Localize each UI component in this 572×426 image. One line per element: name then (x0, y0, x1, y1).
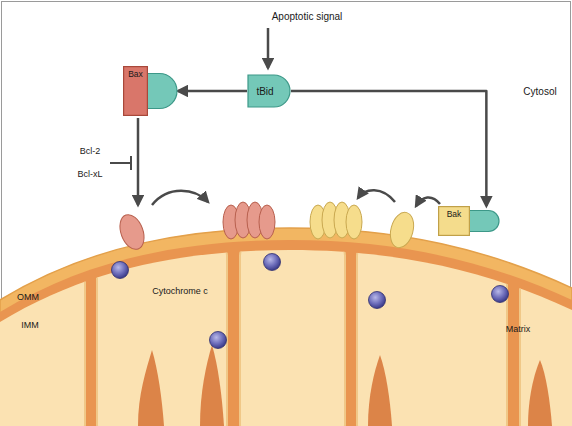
tbid-shape (147, 74, 177, 109)
bak-protein-box: Bak (438, 206, 500, 236)
protein-name: tBid (247, 86, 283, 97)
tbid-protein: tBid (247, 74, 291, 108)
compartment-label: Matrix (506, 325, 531, 335)
bak-shape (439, 207, 470, 236)
cytochrome-c (112, 254, 509, 349)
inhibition-bar (110, 156, 131, 170)
activation-arrow (178, 90, 247, 93)
tbid-shape (248, 75, 290, 107)
pathway-arrows (138, 28, 440, 206)
inhibitor-label: Bcl-2 (80, 147, 101, 157)
inhibitor-label: Bcl-xL (77, 170, 102, 180)
compartment-label: Cytosol (523, 86, 556, 97)
bax-shape (124, 67, 148, 116)
bax-protein (116, 202, 275, 253)
cristae (138, 345, 552, 426)
inner-membrane (0, 240, 572, 426)
membrane-label: IMM (21, 321, 39, 331)
activation-arrow (291, 91, 486, 206)
tbid-shape (469, 211, 499, 232)
protein-name: Bak (438, 210, 470, 219)
bak-protein (310, 202, 417, 250)
bax-protein-box: Bax (123, 66, 178, 116)
membrane-label: OMM (17, 293, 39, 303)
signal-label: Apoptotic signal (272, 11, 343, 22)
molecule-label: Cytochrome c (152, 287, 208, 297)
protein-name: Bax (123, 70, 148, 79)
